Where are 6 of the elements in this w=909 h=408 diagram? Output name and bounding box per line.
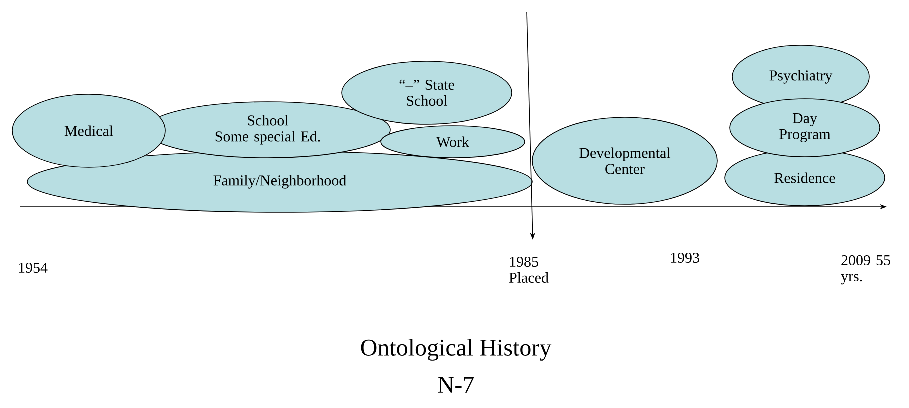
title: Ontological History [361, 339, 552, 361]
year-label: 2009 55 yrs. [841, 255, 890, 285]
caption: N-7 [438, 377, 474, 393]
year-label: 1993 [671, 252, 700, 264]
year-label: 1985 Placed [509, 256, 549, 284]
year-label: 1954 [19, 262, 48, 274]
